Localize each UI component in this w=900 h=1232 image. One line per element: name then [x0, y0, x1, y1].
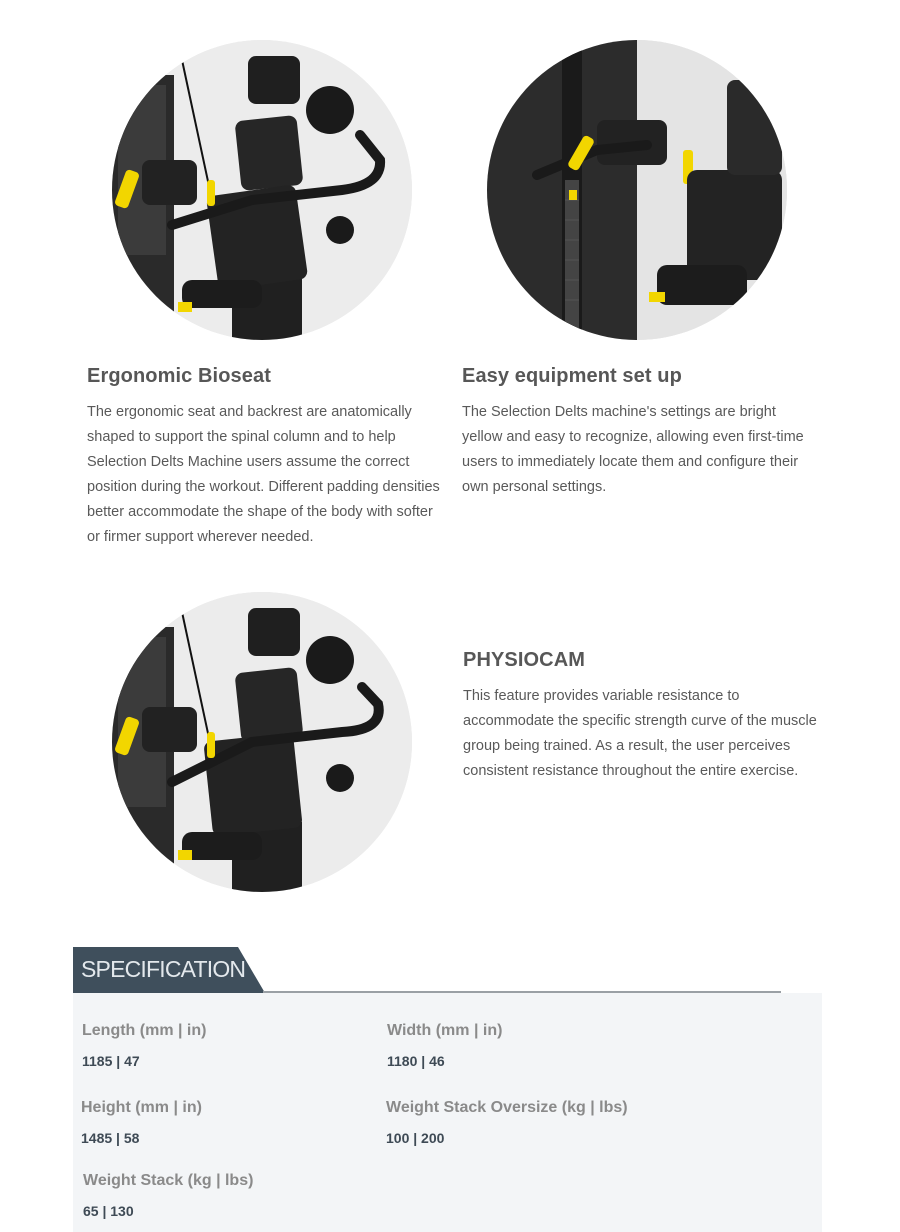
machine-seat-image: [112, 40, 412, 340]
spec-label: Height (mm | in): [81, 1099, 202, 1116]
feature-easy-setup: Easy equipment set up The Selection Delt…: [462, 365, 817, 500]
machine-physiocam-image: [112, 592, 412, 892]
spec-value: 65 | 130: [83, 1203, 134, 1219]
spec-value: 100 | 200: [386, 1130, 445, 1146]
spec-height: Height (mm | in) 1485 | 58: [81, 1099, 202, 1146]
specification-title: SPECIFICATION: [81, 956, 246, 982]
spec-weight-stack: Weight Stack (kg | lbs) 65 | 130: [83, 1172, 253, 1219]
feature-title: Ergonomic Bioseat: [87, 365, 271, 387]
feature-title: Easy equipment set up: [462, 365, 682, 387]
spec-width: Width (mm | in) 1180 | 46: [387, 1022, 502, 1069]
spec-weight-stack-oversize: Weight Stack Oversize (kg | lbs) 100 | 2…: [386, 1099, 628, 1146]
specification-panel: Length (mm | in) 1185 | 47 Width (mm | i…: [73, 993, 822, 1232]
spec-label: Weight Stack Oversize (kg | lbs): [386, 1099, 628, 1116]
spec-value: 1180 | 46: [387, 1053, 445, 1069]
spec-length: Length (mm | in) 1185 | 47: [82, 1022, 206, 1069]
spec-label: Weight Stack (kg | lbs): [83, 1172, 254, 1189]
specification-divider: [263, 991, 781, 993]
machine-settings-image: [487, 40, 787, 340]
feature-description: This feature provides variable resistanc…: [463, 688, 817, 779]
spec-value: 1185 | 47: [82, 1053, 140, 1069]
feature-physiocam: PHYSIOCAM This feature provides variable…: [463, 649, 818, 784]
spec-value: 1485 | 58: [81, 1130, 140, 1146]
feature-title: PHYSIOCAM: [463, 649, 586, 671]
specification-header: SPECIFICATION: [73, 947, 783, 993]
specification-tab: SPECIFICATION: [73, 947, 265, 993]
feature-description: The ergonomic seat and backrest are anat…: [87, 404, 440, 545]
feature-ergonomic-bioseat: Ergonomic Bioseat The ergonomic seat and…: [87, 365, 442, 550]
feature-description: The Selection Delts machine's settings a…: [462, 404, 804, 495]
spec-label: Length (mm | in): [82, 1022, 207, 1039]
spec-label: Width (mm | in): [387, 1022, 503, 1039]
